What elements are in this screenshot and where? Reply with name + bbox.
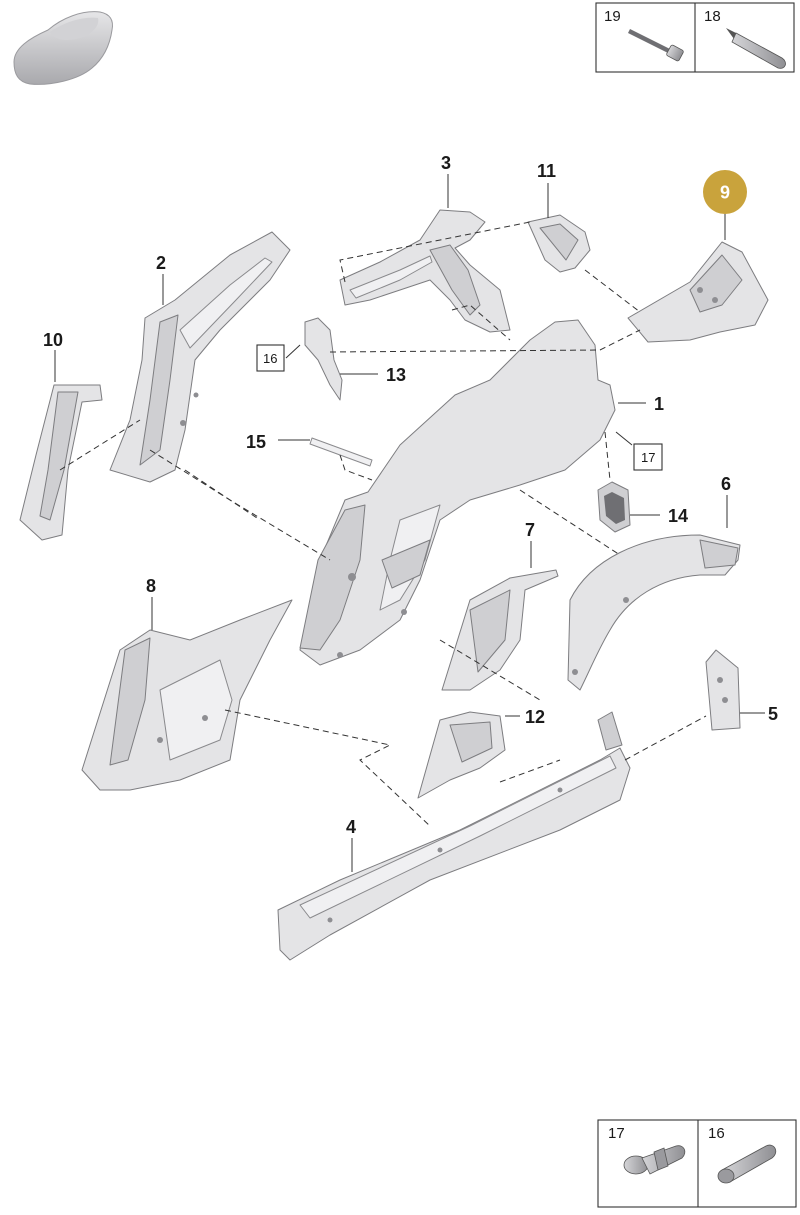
- part-15-shape: [309, 437, 373, 467]
- leader-lines: [54, 174, 765, 872]
- highlight-circle: [703, 170, 747, 214]
- legend-bottom: 17 16: [597, 1119, 797, 1208]
- part-11-shape: [527, 214, 591, 273]
- sealant-tube-icon: [726, 28, 786, 69]
- part-14-shape: [597, 481, 631, 533]
- part-7-shape: [441, 569, 559, 691]
- callouts: 3 11 2 10 13 1 15 14 6 7 8 12 5 4: [43, 153, 778, 837]
- callout-7: 7: [525, 520, 535, 540]
- boxed-ref-17-label: 17: [641, 450, 655, 465]
- callout-1: 1: [654, 394, 664, 414]
- part-6-shape: [567, 534, 741, 691]
- boxed-ref-16: 16: [256, 344, 285, 372]
- callout-15: 15: [246, 432, 266, 452]
- part-8-shape: [81, 599, 293, 791]
- callout-9: 9: [720, 183, 730, 203]
- part-12-shape: [417, 711, 506, 799]
- legend-label-19: 19: [604, 8, 621, 25]
- stud-bolt-icon: [717, 1144, 777, 1184]
- part-1-shape: [299, 319, 616, 666]
- callout-4: 4: [346, 817, 356, 837]
- part-2-shape: [109, 231, 291, 483]
- callout-3: 3: [441, 153, 451, 173]
- part-9-shape: [627, 241, 769, 343]
- highlight-marker-9[interactable]: 9: [703, 170, 747, 214]
- boxed-ref-17: 17: [633, 443, 663, 471]
- car-silhouette-icon: [13, 11, 113, 85]
- part-13-shape: [304, 317, 343, 401]
- callout-8: 8: [146, 576, 156, 596]
- callout-12: 12: [525, 707, 545, 727]
- part-10-shape: [19, 384, 103, 541]
- callout-13: 13: [386, 365, 406, 385]
- part-3-shape: [339, 209, 511, 333]
- callout-10: 10: [43, 330, 63, 350]
- legend-top: 19 18: [595, 2, 795, 73]
- assembly-lines: [59, 221, 707, 827]
- part-4-shape: [277, 711, 631, 961]
- legend-label-16: 16: [708, 1125, 725, 1142]
- callout-2: 2: [156, 253, 166, 273]
- flange-bolt-icon: [623, 1145, 686, 1175]
- callout-11: 11: [537, 161, 556, 181]
- boxed-ref-16-label: 16: [263, 351, 277, 366]
- callout-5: 5: [768, 704, 778, 724]
- pin-bolt-icon: [628, 29, 684, 62]
- callout-14: 14: [668, 506, 688, 526]
- part-5-shape: [705, 649, 741, 731]
- legend-label-17: 17: [608, 1125, 625, 1142]
- legend-label-18: 18: [704, 8, 721, 25]
- callout-6: 6: [721, 474, 731, 494]
